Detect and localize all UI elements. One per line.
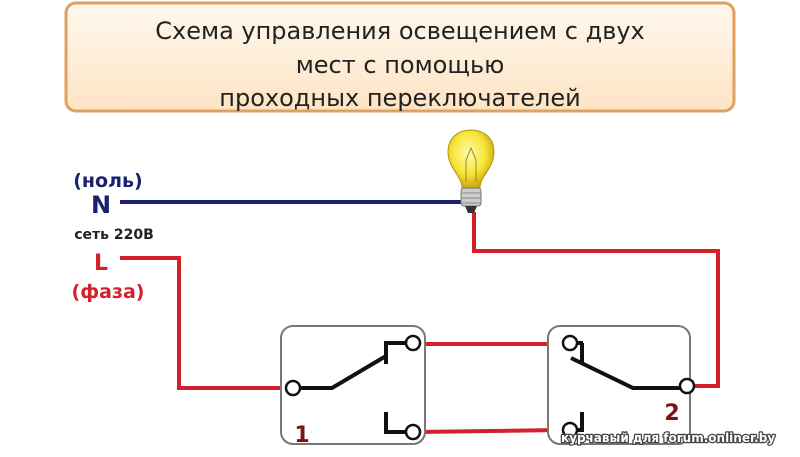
terminal-bottom-2 <box>561 421 579 439</box>
terminal-top-2 <box>561 334 579 352</box>
terminal-common-2 <box>678 377 696 395</box>
watermark: курчавый для forum.onliner.by <box>561 431 775 445</box>
title-line-2: мест с помощью <box>296 51 505 79</box>
title-box: Схема управления освещением с двух мест … <box>64 1 736 113</box>
phase-wire-to-switch-1 <box>120 256 292 390</box>
lamp-wire-to-switch-2 <box>472 212 720 388</box>
title-line-1: Схема управления освещением с двух <box>155 17 645 45</box>
phase-caption: (фаза) <box>72 281 145 303</box>
switch-2-number: 2 <box>664 401 679 426</box>
terminal-bottom-1 <box>404 423 422 441</box>
phase-letter: L <box>94 251 108 276</box>
terminal-common-1 <box>284 379 302 397</box>
switch-2: 2 <box>547 325 696 445</box>
switch-1: 1 <box>280 325 426 448</box>
switch-1-number: 1 <box>294 423 309 448</box>
neutral-caption: (ноль) <box>73 170 142 192</box>
neutral-letter: N <box>91 191 111 219</box>
terminal-top-1 <box>404 334 422 352</box>
title-line-3: проходных переключателей <box>219 84 580 112</box>
light-bulb-icon <box>447 129 495 213</box>
traveler-wire-bottom <box>417 428 565 434</box>
network-label: сеть 220В <box>74 227 154 243</box>
